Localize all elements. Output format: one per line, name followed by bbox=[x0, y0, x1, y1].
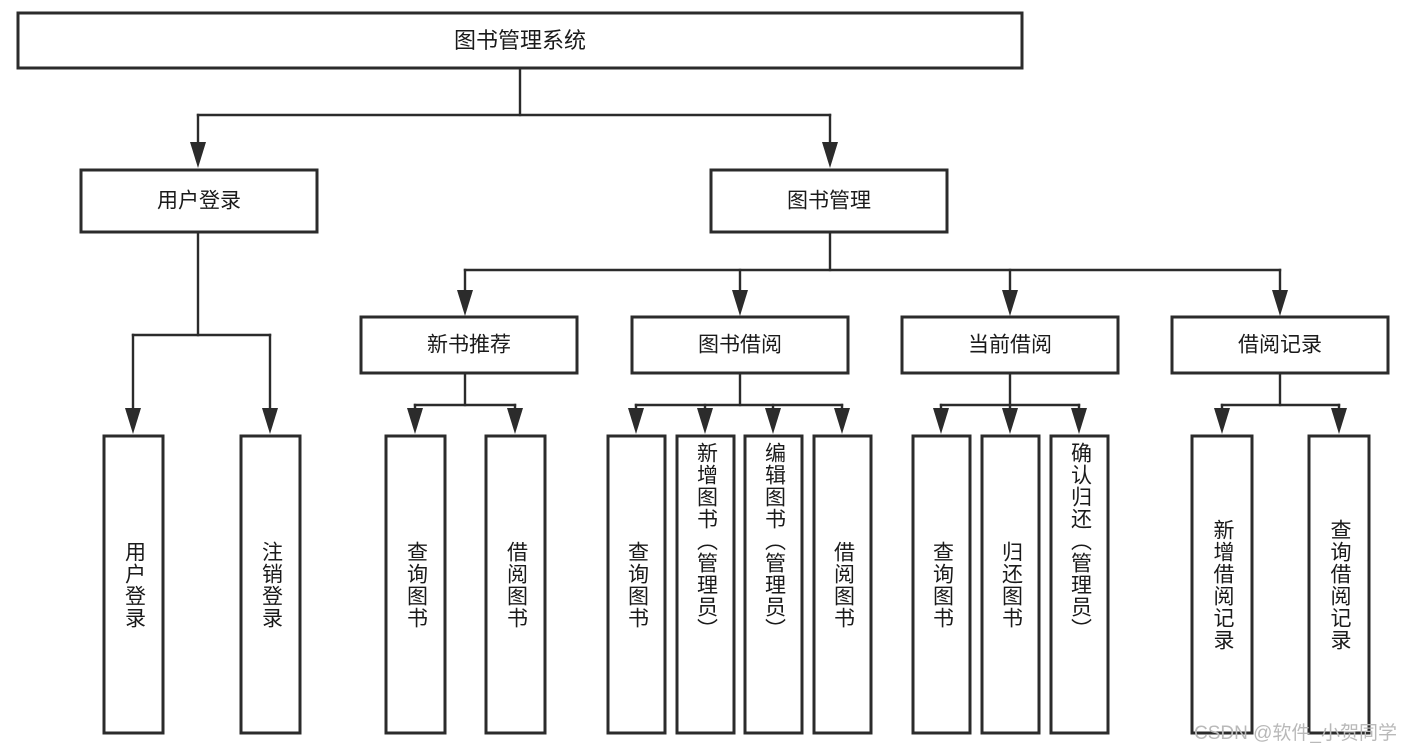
connector-layer bbox=[125, 66, 1347, 434]
arrow-leaf-cb-return-book bbox=[1002, 408, 1018, 434]
arrow-user-login bbox=[190, 142, 206, 168]
node-user-login-label: 用户登录 bbox=[157, 190, 241, 213]
node-book-borrow[interactable] bbox=[630, 315, 850, 375]
node-borrow-record-label: 借阅记录 bbox=[1238, 334, 1322, 357]
node-leaf-br-query-record[interactable] bbox=[1307, 434, 1371, 735]
node-leaf-cb-query-book[interactable] bbox=[911, 434, 972, 735]
node-leaf-bb-borrow-book[interactable] bbox=[812, 434, 873, 735]
node-current-borrow[interactable] bbox=[900, 315, 1120, 375]
arrow-leaf-bb-query-book bbox=[628, 408, 644, 434]
node-leaf-bb-add-book[interactable] bbox=[675, 434, 736, 735]
csdn-watermark: CSDN @软件_小贺同学 bbox=[1194, 723, 1397, 744]
node-root-label: 图书管理系统 bbox=[454, 28, 586, 53]
node-book-manage-label: 图书管理 bbox=[787, 190, 871, 213]
node-user-login[interactable] bbox=[79, 168, 319, 234]
arrow-leaf-cb-query-book bbox=[933, 408, 949, 434]
node-leaf-cb-return-book[interactable] bbox=[980, 434, 1041, 735]
arrow-current-borrow bbox=[1002, 290, 1018, 316]
arrow-borrow-record bbox=[1272, 290, 1288, 316]
node-leaf-nbr-query-book[interactable] bbox=[384, 434, 447, 735]
arrow-leaf-bb-borrow-book bbox=[834, 408, 850, 434]
arrow-leaf-br-add-record bbox=[1214, 408, 1230, 434]
node-layer: 图书管理系统 用户登录 图书管理 新书推荐 图书借阅 当前借阅 借阅记录 bbox=[16, 11, 1390, 735]
arrow-leaf-user-login bbox=[125, 408, 141, 434]
arrow-leaf-bb-add-book bbox=[697, 408, 713, 434]
arrow-book-borrow bbox=[732, 290, 748, 316]
node-leaf-logout-login[interactable] bbox=[239, 434, 302, 735]
arrow-book-manage bbox=[822, 142, 838, 168]
node-borrow-record[interactable] bbox=[1170, 315, 1390, 375]
arrow-leaf-nbr-query-book bbox=[407, 408, 423, 434]
arrow-new-book-recommend bbox=[457, 290, 473, 316]
node-leaf-br-add-record[interactable] bbox=[1190, 434, 1254, 735]
node-new-book-recommend-label: 新书推荐 bbox=[427, 334, 511, 357]
arrow-leaf-bb-edit-book bbox=[765, 408, 781, 434]
node-leaf-bb-edit-book[interactable] bbox=[743, 434, 804, 735]
node-root[interactable] bbox=[16, 11, 1024, 70]
node-leaf-nbr-borrow-book[interactable] bbox=[484, 434, 547, 735]
arrow-leaf-logout-login bbox=[262, 408, 278, 434]
node-book-borrow-label: 图书借阅 bbox=[698, 334, 782, 357]
arrow-leaf-cb-confirm-return bbox=[1071, 408, 1087, 434]
node-leaf-user-login[interactable] bbox=[102, 434, 165, 735]
node-current-borrow-label: 当前借阅 bbox=[968, 334, 1052, 357]
arrow-leaf-br-query-record bbox=[1331, 408, 1347, 434]
node-leaf-bb-query-book[interactable] bbox=[606, 434, 667, 735]
arrow-leaf-nbr-borrow-book bbox=[507, 408, 523, 434]
node-leaf-cb-confirm-return[interactable] bbox=[1049, 434, 1110, 735]
node-new-book-recommend[interactable] bbox=[359, 315, 579, 375]
node-book-manage[interactable] bbox=[709, 168, 949, 234]
